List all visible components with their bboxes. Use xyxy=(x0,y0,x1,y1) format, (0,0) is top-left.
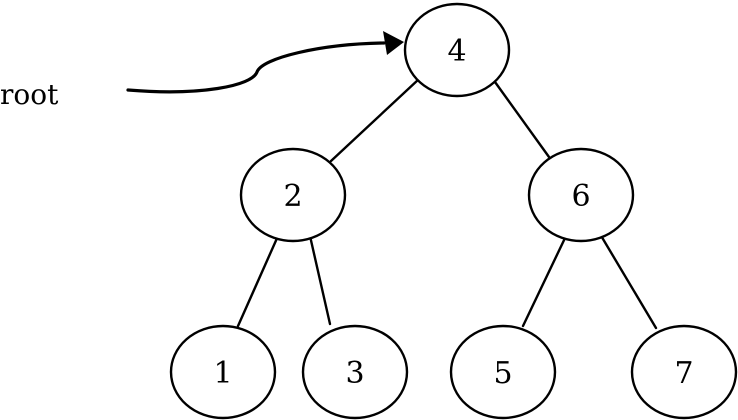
node-label: 3 xyxy=(345,356,364,391)
node-label: 1 xyxy=(213,356,232,391)
tree-node-1: 1 xyxy=(169,324,277,420)
edge-6-7 xyxy=(598,232,658,330)
node-label: 5 xyxy=(493,356,512,391)
root-pointer-arrow xyxy=(126,41,386,94)
node-label: 6 xyxy=(571,179,590,214)
node-circle xyxy=(403,2,511,98)
edge-6-5 xyxy=(521,234,568,328)
edge-4-6 xyxy=(493,80,551,159)
tree-node-6: 6 xyxy=(527,147,635,243)
node-circle xyxy=(301,324,409,420)
node-circle xyxy=(169,324,277,420)
root-pointer-arrowhead xyxy=(383,31,404,55)
root-label: root xyxy=(0,78,59,111)
edge-4-2 xyxy=(329,77,421,163)
node-label: 4 xyxy=(447,34,466,69)
node-label: 7 xyxy=(674,356,693,391)
tree-node-7: 7 xyxy=(630,324,738,420)
tree-node-2: 2 xyxy=(239,147,347,243)
edge-2-3 xyxy=(308,234,332,326)
tree-node-5: 5 xyxy=(449,324,557,420)
node-label: 2 xyxy=(283,179,302,214)
tree-node-4: 4 xyxy=(403,2,511,98)
node-circle xyxy=(239,147,347,243)
tree-node-3: 3 xyxy=(301,324,409,420)
node-circle xyxy=(630,324,738,420)
edge-2-1 xyxy=(236,234,280,328)
tree-edges xyxy=(236,77,658,330)
node-circle xyxy=(527,147,635,243)
node-circle xyxy=(449,324,557,420)
